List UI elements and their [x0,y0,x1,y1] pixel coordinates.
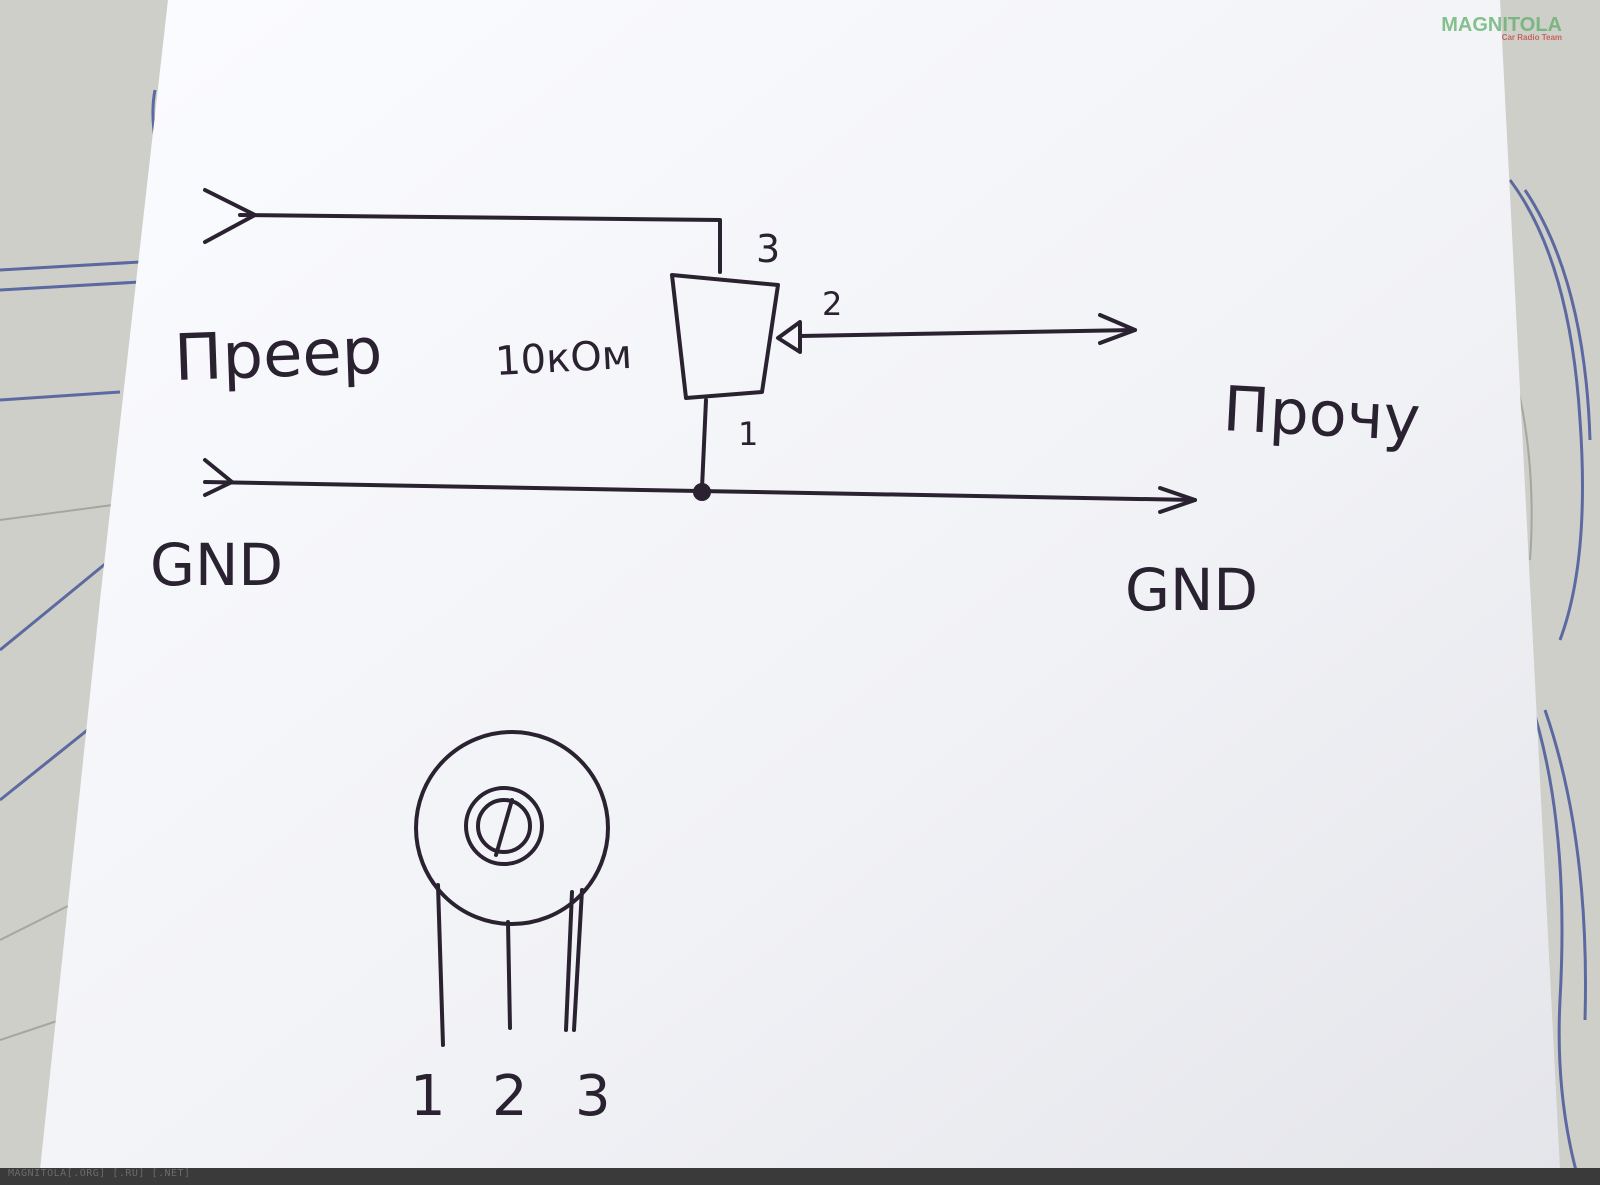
bottom-strip [0,1168,1600,1185]
ground-wire [203,458,1197,514]
footer-watermark: MAGNITOLA[.ORG] [.RU] [.NET] [8,1168,191,1179]
output-signal-label: Прочу [1221,372,1422,455]
wiper-wire [776,313,1137,354]
pin-label-top: 3 [756,227,780,271]
pin-label-bottom: 1 [738,415,758,453]
component-pin-label-1: 1 [410,1064,446,1129]
logo-watermark-text: MAGNITOLA [1441,14,1562,36]
input-signal-label: Преер [173,315,384,396]
potentiometer-symbol [670,273,780,490]
input-signal-wire [203,188,722,274]
component-pin-label-2: 2 [492,1064,528,1129]
paper-sheet [40,0,1560,1170]
ground-junction-dot [693,483,711,501]
output-ground-label: GND [1125,556,1258,624]
trimmer-potentiometer-drawing [414,730,610,1047]
component-pin-label-3: 3 [575,1064,611,1129]
resistor-value-label: 10кОм [494,332,633,385]
input-ground-label: GND [150,531,283,599]
logo-watermark-subtitle: Car Radio Team [1501,33,1562,42]
background-blue-scribbles [0,89,1592,1185]
logo-watermark: MAGNITOLA Car Radio Team [1441,14,1562,42]
pin-label-wiper: 2 [822,285,842,323]
